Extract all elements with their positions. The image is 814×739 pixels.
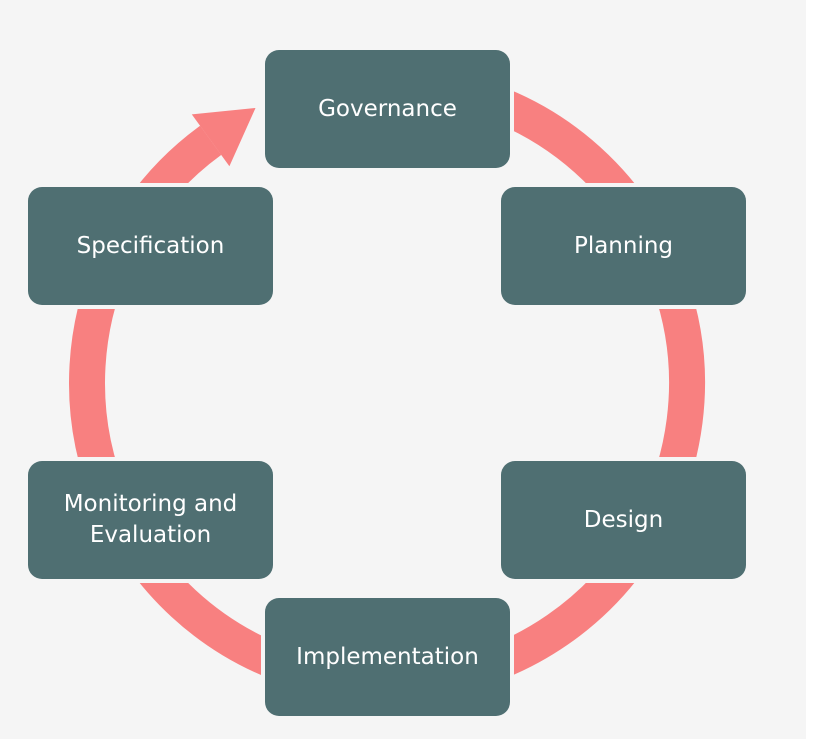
stage-governance: Governance: [265, 50, 510, 168]
arrowhead-icon: [191, 108, 256, 167]
stage-planning: Planning: [501, 187, 746, 305]
stage-implementation: Implementation: [265, 598, 510, 716]
right-edge: [806, 0, 814, 739]
stage-design: Design: [501, 461, 746, 579]
stage-monitoring-evaluation: Monitoring and Evaluation: [28, 461, 273, 579]
stage-specification: Specification: [28, 187, 273, 305]
